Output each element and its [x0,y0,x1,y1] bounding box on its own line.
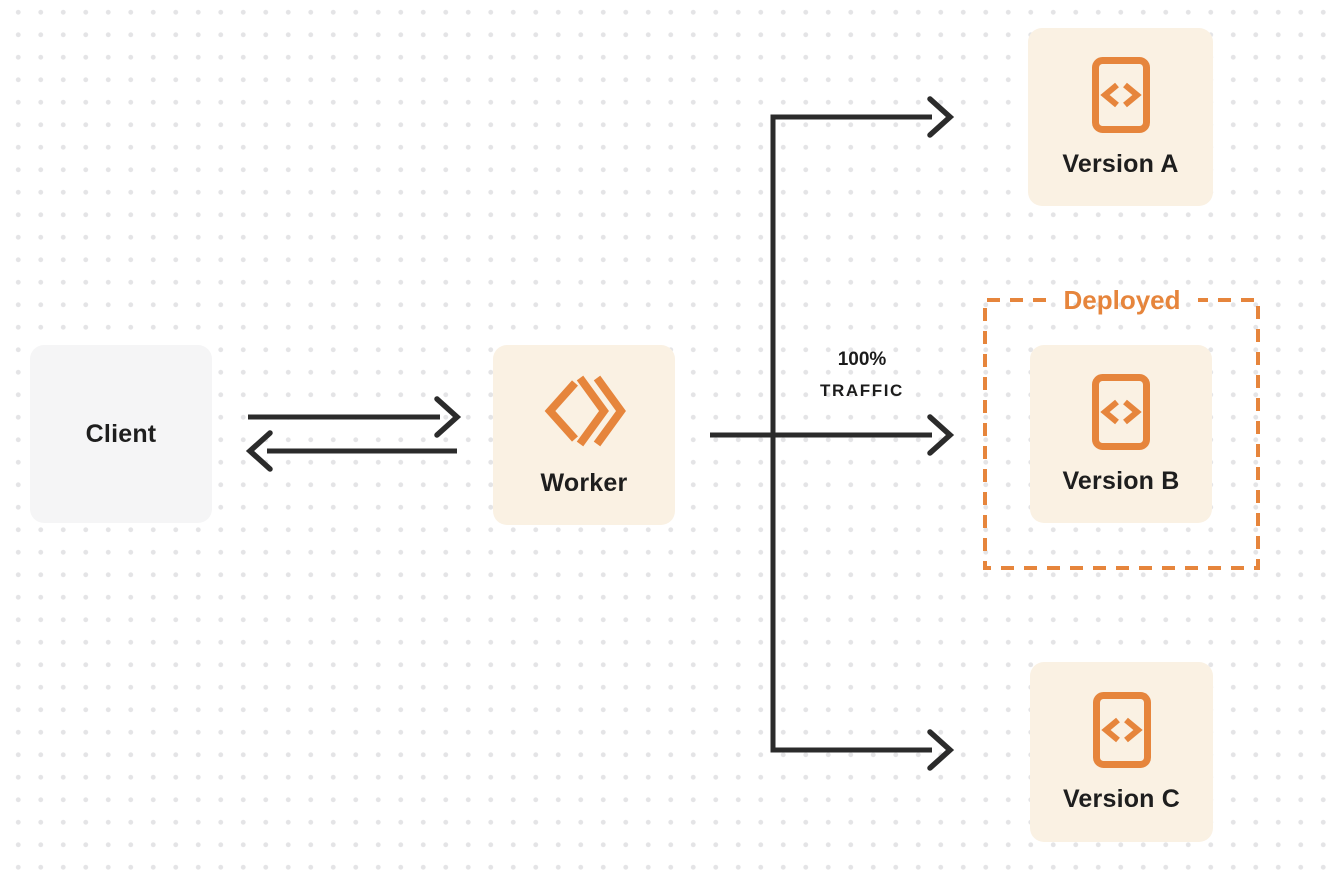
version-c-label: Version C [1062,784,1181,813]
arrowhead-client-to-worker [434,396,462,438]
deployed-label: Deployed [1063,285,1181,315]
traffic-word: TRAFFIC [820,381,904,400]
version-c-node: Version C [1030,662,1213,842]
version-b-label: Version B [1062,466,1180,495]
worker-label: Worker [540,468,628,497]
version-a-node: Version A [1028,28,1213,206]
arrowhead-version-a [927,96,955,138]
arrowhead-version-b [927,414,955,456]
version-b-node: Version B [1030,345,1212,523]
code-file-icon [1092,691,1152,769]
traffic-label: 100% TRAFFIC [787,349,937,401]
deployed-dashed-border [983,298,1260,570]
code-file-icon [1091,56,1151,134]
traffic-percentage: 100% [837,349,887,370]
code-file-icon [1091,373,1151,451]
arrowhead-worker-to-client [245,430,273,472]
version-a-label: Version A [1062,149,1179,178]
branch-line [770,114,932,753]
workers-logo-icon [542,373,626,449]
client-label: Client [85,419,157,448]
worker-node: Worker [493,345,675,525]
arrowhead-version-c [927,729,955,771]
client-node: Client [30,345,212,523]
